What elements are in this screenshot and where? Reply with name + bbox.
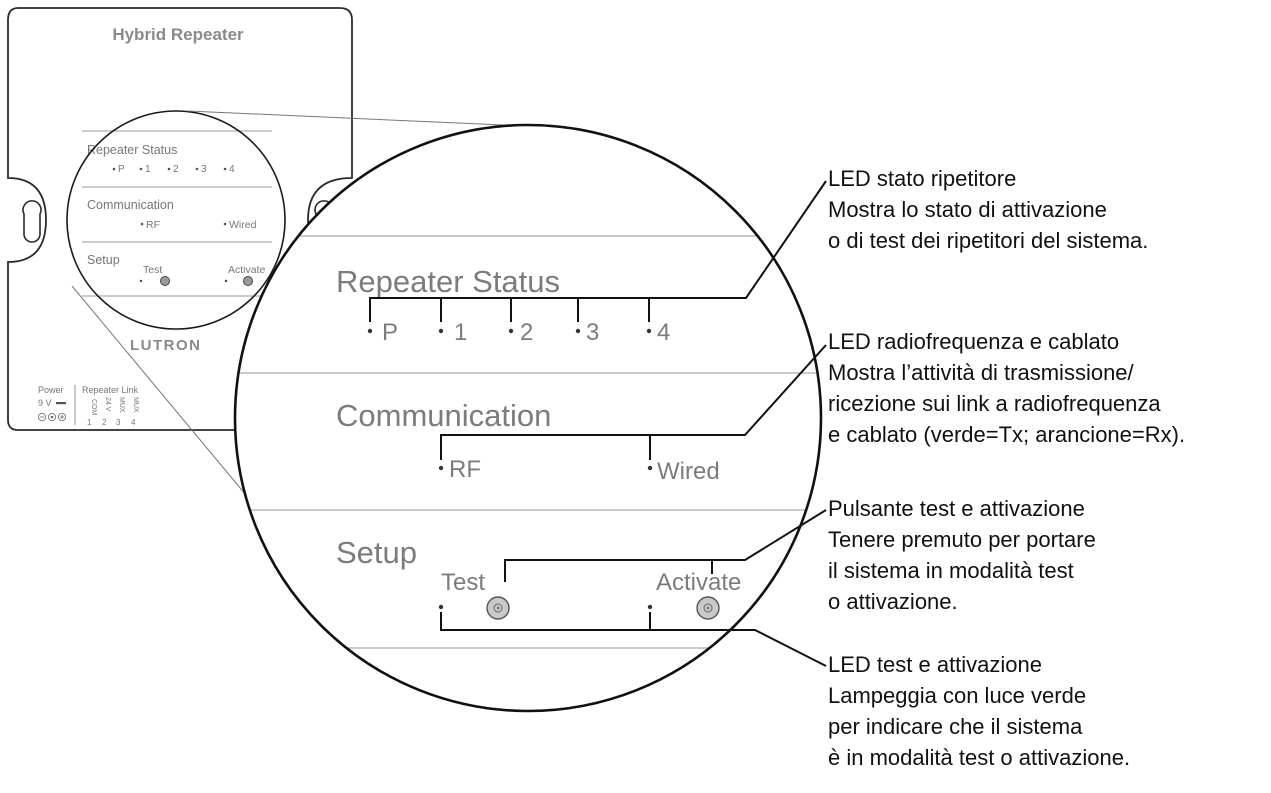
leader-comm-leds (440, 344, 827, 460)
leader-status-leds (369, 180, 827, 322)
power-voltage-label: 9 V (38, 398, 52, 408)
callout-line: e cablato (verde=Tx; arancione=Rx). (828, 422, 1186, 447)
callout-line: Tenere premuto per portare (828, 527, 1096, 552)
callout-line: o di test dei ripetitori del sistema. (828, 228, 1149, 253)
small-led-label: 4 (229, 164, 235, 175)
callout-line: il sistema in modalità test (828, 558, 1074, 583)
small-status-led-row: P 1 2 3 4 (112, 164, 235, 175)
brand-logo: LUTRON (130, 337, 202, 354)
small-setup-label: Setup (87, 253, 120, 267)
zoom-led-label: P (382, 319, 398, 346)
zoom-status-label: Repeater Status (336, 264, 560, 299)
small-magnifier-ring (66, 110, 286, 330)
zoom-magnifier-ring (233, 123, 823, 713)
zoom-connector-top (187, 110, 549, 128)
link-number: 3 (116, 418, 121, 427)
repeater-link-label: Repeater Link (82, 385, 139, 395)
callout-title: LED stato ripetitore (828, 166, 1017, 191)
small-comm-label: Communication (87, 198, 174, 212)
link-terminal-label: 24 V (104, 397, 111, 412)
zoom-setup-label: Setup (336, 535, 417, 570)
callout-line: o attivazione. (828, 589, 958, 614)
callout-title: LED test e attivazione (828, 652, 1043, 677)
zoom-setup-row: Test Activate (441, 569, 741, 596)
zoom-led-label: 3 (586, 319, 599, 346)
zoom-status-led-row: P 1 2 3 4 (367, 319, 670, 346)
small-led-label: P (118, 164, 125, 175)
power-polarity-icon (38, 412, 67, 421)
zoom-led-label: Wired (657, 458, 720, 485)
callout-title: Pulsante test e attivazione (828, 496, 1085, 521)
callout-line: ricezione sui link a radiofrequenza (828, 391, 1161, 416)
callout-line: per indicare che il sistema (828, 714, 1083, 739)
small-test-button-icon[interactable] (160, 276, 170, 286)
left-mount-slot-icon (22, 200, 42, 243)
small-led-label: 3 (201, 164, 207, 175)
zoom-activate-label: Activate (656, 569, 741, 596)
callout-line: è in modalità test o attivazione. (828, 745, 1131, 770)
small-led-label: Wired (229, 219, 257, 231)
leader-setup-buttons (504, 509, 827, 582)
callout-comm-leds: LED radiofrequenza e cablato Mostra l’at… (828, 326, 1185, 450)
zoom-led-label: 1 (454, 319, 467, 346)
link-terminal-label: MUX (132, 397, 139, 413)
small-setup-row: Test Activate (139, 264, 266, 286)
small-activate-label: Activate (228, 264, 266, 276)
callout-line: Mostra l’attività di trasmissione/ (828, 360, 1134, 385)
small-led-label: RF (146, 219, 160, 231)
callout-line: Lampeggia con luce verde (828, 683, 1087, 708)
power-label: Power (38, 385, 64, 395)
callout-setup-buttons: Pulsante test e attivazione Tenere premu… (828, 493, 1096, 617)
link-number: 2 (102, 418, 107, 427)
zoom-comm-label: Communication (336, 398, 551, 433)
zoom-test-label: Test (441, 569, 485, 596)
zoom-test-button-icon[interactable] (486, 596, 510, 620)
link-terminal-label: COM (90, 399, 97, 416)
small-activate-button-icon[interactable] (243, 276, 253, 286)
callout-setup-leds: LED test e attivazione Lampeggia con luc… (828, 649, 1130, 773)
small-comm-led-row: RF Wired (140, 219, 257, 231)
link-terminal-label: MUX (118, 397, 125, 413)
zoom-comm-led-row: RF Wired (438, 456, 720, 485)
zoom-led-label: 2 (520, 319, 533, 346)
callout-title: LED radiofrequenza e cablato (828, 329, 1120, 354)
terminal-block: Power Repeater Link 9 V COM 24 V MUX MUX… (38, 385, 139, 427)
zoom-led-label: 4 (657, 319, 670, 346)
zoom-activate-button-icon[interactable] (696, 596, 720, 620)
zoom-led-label: RF (449, 456, 481, 483)
link-number: 4 (131, 418, 136, 427)
callout-line: Mostra lo stato di attivazione (828, 197, 1107, 222)
device-title: Hybrid Repeater (112, 25, 244, 44)
small-test-label: Test (143, 264, 162, 276)
leader-setup-leds (440, 612, 827, 667)
small-led-label: 2 (173, 164, 179, 175)
callout-status-leds: LED stato ripetitore Mostra lo stato di … (828, 163, 1148, 256)
link-number: 1 (87, 418, 92, 427)
small-status-label: Repeater Status (87, 143, 177, 157)
small-led-label: 1 (145, 164, 151, 175)
